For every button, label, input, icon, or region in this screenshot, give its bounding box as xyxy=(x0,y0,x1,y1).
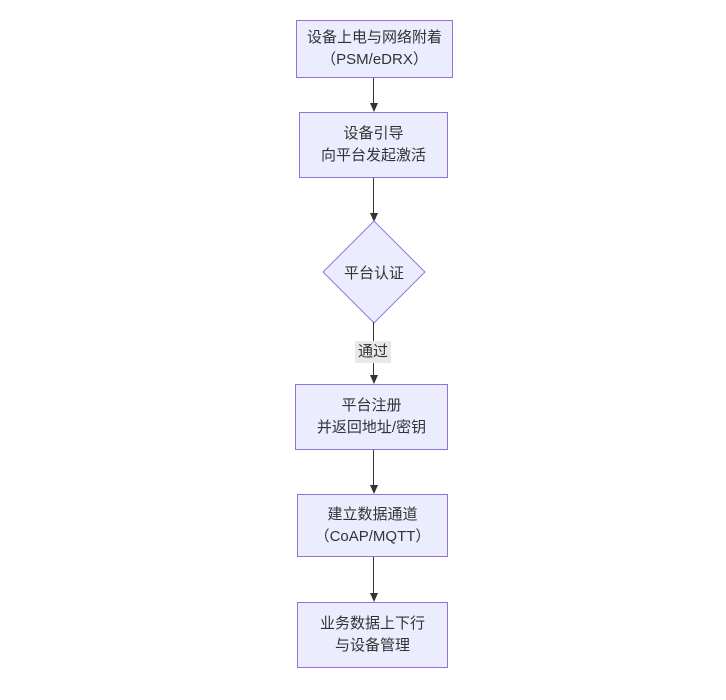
node-label-line: （CoAP/MQTT） xyxy=(314,527,431,545)
edge-line xyxy=(373,178,374,213)
arrowhead-down-icon xyxy=(369,593,378,602)
arrowhead-down-icon xyxy=(369,375,378,384)
arrowhead-down-icon xyxy=(369,103,378,112)
edge-bootstrap-to-auth xyxy=(369,178,378,222)
edge-channel-to-business xyxy=(369,557,378,602)
node-data-channel: 建立数据通道 （CoAP/MQTT） xyxy=(297,494,448,557)
edge-label-pass: 通过 xyxy=(354,341,392,363)
node-label-line: 业务数据上下行 xyxy=(319,615,425,632)
node-platform-register: 平台注册 并返回地址/密钥 xyxy=(295,384,448,450)
edge-line xyxy=(373,78,374,103)
node-label-line: 向平台发起激活 xyxy=(320,147,426,164)
node-label-line: 并返回地址/密钥 xyxy=(316,419,427,436)
edge-line xyxy=(373,557,374,593)
node-label-line: 建立数据通道 xyxy=(327,505,418,523)
node-label-line: 与设备管理 xyxy=(334,637,410,654)
node-platform-auth: 平台认证 xyxy=(322,220,426,324)
node-label-line: 设备上电与网络附着 xyxy=(306,29,442,46)
node-label-line: （PSM/eDRX） xyxy=(321,51,428,68)
edge-line xyxy=(373,450,374,485)
node-bootstrap: 设备引导 向平台发起激活 xyxy=(299,112,448,178)
edge-register-to-channel xyxy=(369,450,378,494)
node-label-line: 平台注册 xyxy=(341,397,402,414)
edge-power-to-bootstrap xyxy=(369,78,378,112)
node-label-line: 设备引导 xyxy=(343,125,404,142)
arrowhead-down-icon xyxy=(369,485,378,494)
arrowhead-down-icon xyxy=(369,213,378,222)
node-business-data: 业务数据上下行 与设备管理 xyxy=(297,602,448,668)
node-power-attach: 设备上电与网络附着 （PSM/eDRX） xyxy=(296,20,453,78)
node-label-line: 平台认证 xyxy=(343,264,404,282)
